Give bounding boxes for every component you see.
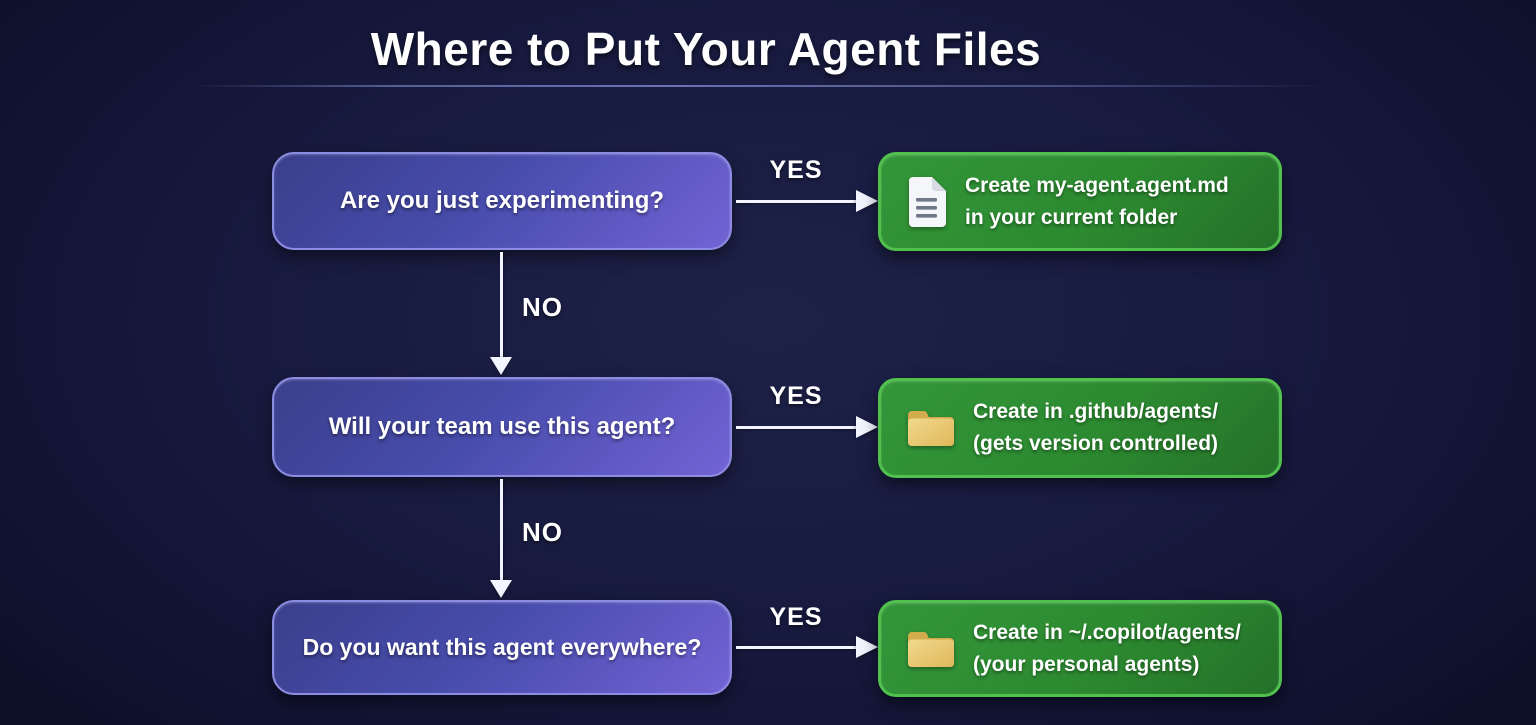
result-text: Create my-agent.agent.md in your current… bbox=[965, 170, 1229, 234]
result-line2: (your personal agents) bbox=[973, 652, 1200, 676]
result-line2: in your current folder bbox=[965, 205, 1178, 229]
question-box-experimenting: Are you just experimenting? bbox=[272, 152, 732, 250]
arrow-line bbox=[736, 646, 860, 649]
yes-label: YES bbox=[769, 156, 823, 184]
yes-label: YES bbox=[769, 382, 823, 410]
folder-icon bbox=[908, 410, 954, 446]
no-label: NO bbox=[522, 517, 563, 547]
question-box-team-use: Will your team use this agent? bbox=[272, 377, 732, 477]
arrow-head-icon bbox=[856, 636, 878, 658]
question-text: Do you want this agent everywhere? bbox=[302, 634, 702, 660]
arrow-head-icon bbox=[490, 580, 512, 598]
yes-label: YES bbox=[769, 603, 823, 631]
no-label: NO bbox=[522, 292, 563, 322]
arrow-line bbox=[500, 252, 503, 358]
arrow-head-icon bbox=[856, 416, 878, 438]
result-line2: (gets version controlled) bbox=[973, 432, 1219, 455]
result-line1: Create my-agent.agent.md bbox=[965, 173, 1229, 197]
arrow-head-icon bbox=[856, 190, 878, 212]
result-box-github-agents: Create in .github/agents/ (gets version … bbox=[878, 378, 1282, 478]
result-box-current-folder: Create my-agent.agent.md in your current… bbox=[878, 152, 1282, 251]
folder-icon bbox=[908, 631, 954, 667]
arrow-head-icon bbox=[490, 357, 512, 375]
result-box-copilot-agents: Create in ~/.copilot/agents/ (your perso… bbox=[878, 600, 1282, 697]
question-text: Will your team use this agent? bbox=[328, 413, 676, 440]
document-icon bbox=[909, 176, 946, 227]
arrow-line bbox=[736, 426, 860, 429]
result-text: Create in .github/agents/ (gets version … bbox=[973, 396, 1218, 460]
result-line1: Create in ~/.copilot/agents/ bbox=[973, 620, 1241, 644]
yes-arrow-2: YES bbox=[736, 377, 878, 477]
question-text: Are you just experimenting? bbox=[339, 187, 665, 214]
result-line1: Create in .github/agents/ bbox=[973, 400, 1219, 423]
yes-arrow-1: YES bbox=[736, 152, 878, 250]
title-divider bbox=[190, 85, 1330, 87]
page-title: Where to Put Your Agent Files bbox=[370, 23, 1042, 75]
result-text: Create in ~/.copilot/agents/ (your perso… bbox=[973, 617, 1241, 681]
question-box-everywhere: Do you want this agent everywhere? bbox=[272, 600, 732, 695]
arrow-line bbox=[736, 200, 860, 203]
yes-arrow-3: YES bbox=[736, 600, 878, 695]
arrow-line bbox=[500, 479, 503, 581]
